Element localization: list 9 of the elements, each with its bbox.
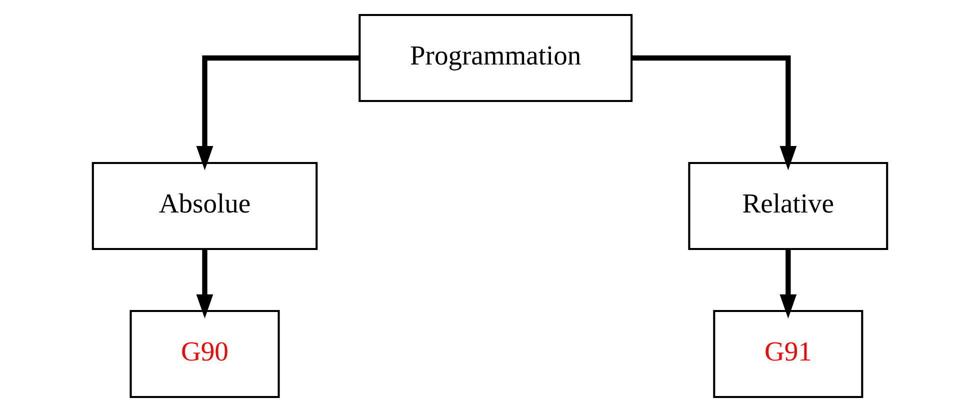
arrow — [632, 55, 797, 170]
arrow — [780, 250, 797, 319]
arrow — [196, 55, 360, 170]
node-box: Absolue — [92, 162, 318, 250]
node-box: Programmation — [358, 14, 633, 102]
node-box: G91 — [713, 310, 864, 398]
node-box: Relative — [688, 162, 888, 250]
arrow — [196, 250, 214, 319]
node-box: G90 — [130, 310, 280, 398]
